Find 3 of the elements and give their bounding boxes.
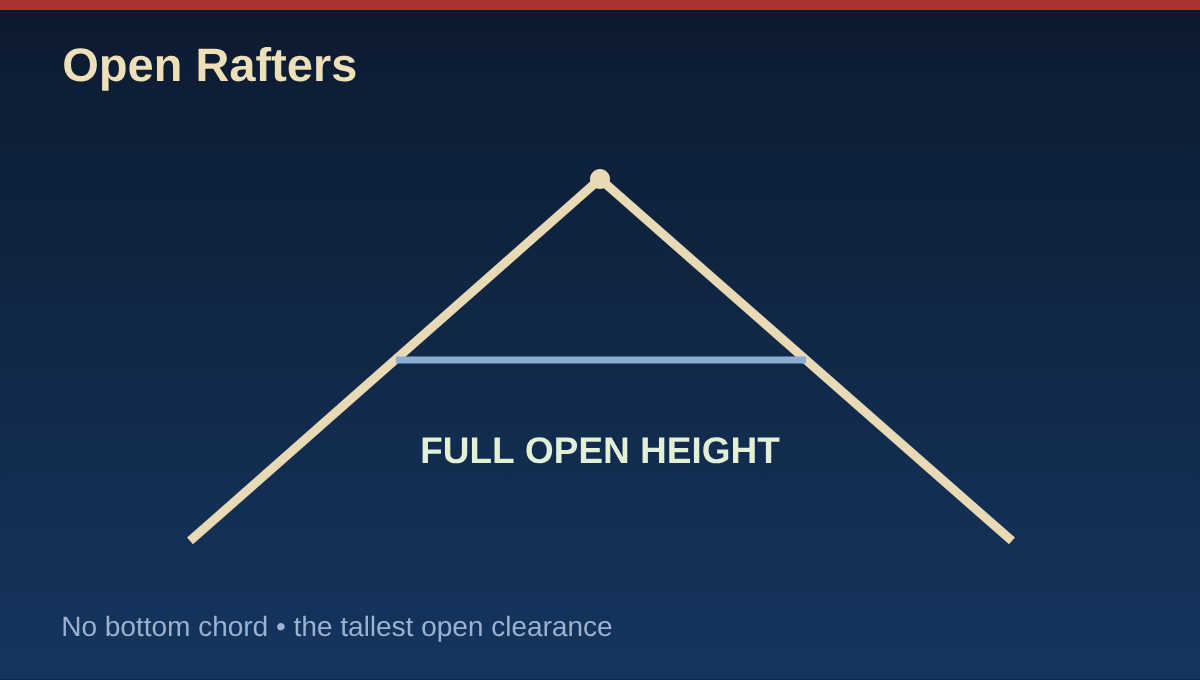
title: Open Rafters — [64, 46, 356, 91]
height-label: FULL OPEN HEIGHT — [422, 437, 780, 464]
caption: No bottom chord • the tallest open clearance — [63, 615, 612, 642]
